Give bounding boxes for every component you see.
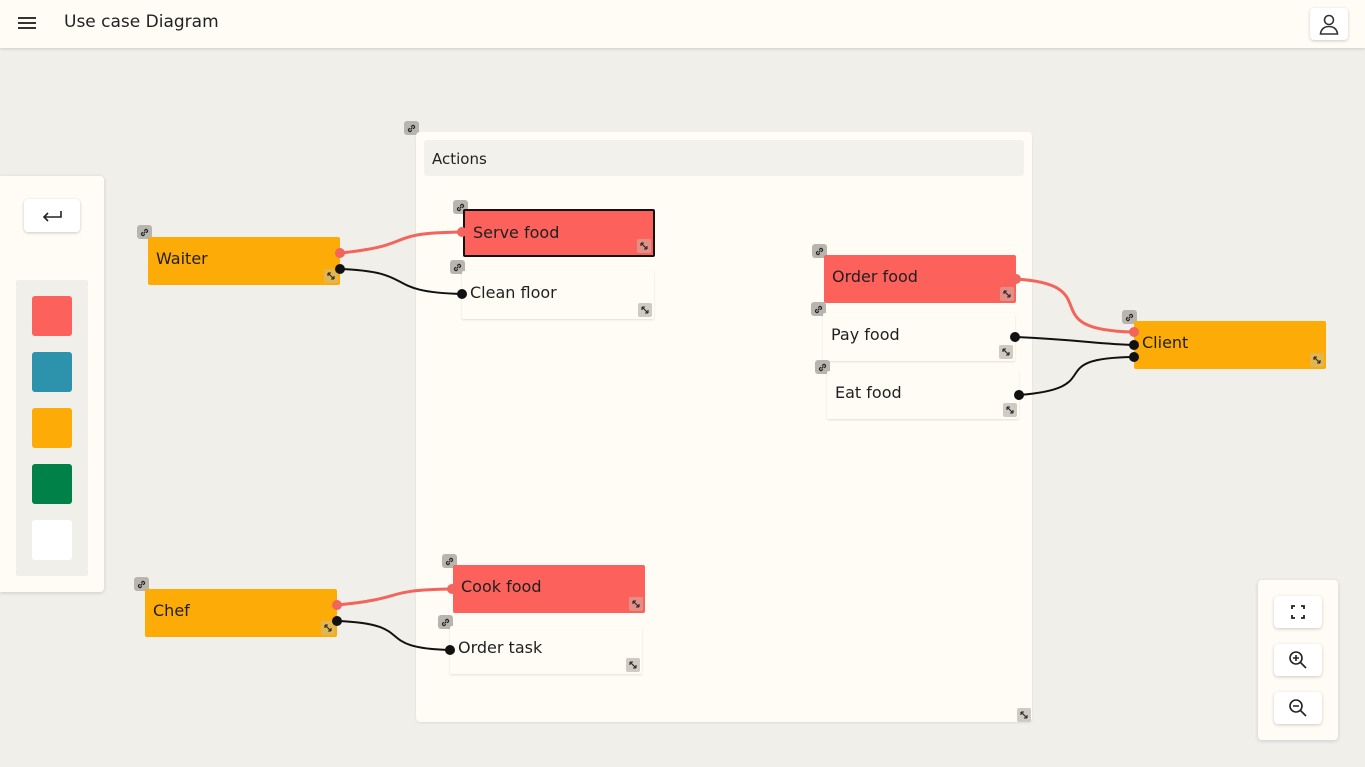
menu-button[interactable] <box>17 14 39 34</box>
undo-button[interactable] <box>24 199 80 232</box>
resize-icon[interactable] <box>999 345 1013 359</box>
node-label: Order task <box>458 638 543 657</box>
hamburger-menu-icon <box>18 17 36 19</box>
edge-order-food-client <box>1015 277 1135 334</box>
zoom-out-icon <box>1289 699 1307 717</box>
color-swatch-orange[interactable] <box>32 408 72 448</box>
app-bar: Use case Diagram <box>0 0 1365 48</box>
resize-icon[interactable] <box>1310 353 1324 367</box>
color-swatch-red[interactable] <box>32 296 72 336</box>
usecase-eat-food[interactable]: Eat food <box>827 371 1019 419</box>
color-swatch-blue[interactable] <box>32 352 72 392</box>
resize-icon[interactable] <box>1000 287 1014 301</box>
zoom-in-icon <box>1289 651 1307 669</box>
resize-icon[interactable] <box>321 621 335 635</box>
resize-icon[interactable] <box>638 303 652 317</box>
user-button[interactable] <box>1310 8 1348 40</box>
node-label: Pay food <box>831 325 900 344</box>
node-label: Client <box>1142 333 1189 352</box>
resize-icon[interactable] <box>626 658 640 672</box>
node-label: Waiter <box>156 249 208 268</box>
resize-icon[interactable] <box>637 239 651 253</box>
fullscreen-icon <box>1291 605 1305 619</box>
usecase-clean-floor[interactable]: Clean floor <box>462 271 654 319</box>
resize-icon[interactable] <box>1003 403 1017 417</box>
group-header[interactable]: Actions <box>424 140 1024 176</box>
usecase-serve-food[interactable]: Serve food <box>463 209 655 257</box>
edge-eat-food-client <box>1018 356 1135 396</box>
actor-chef[interactable]: Chef <box>145 589 337 637</box>
link-icon[interactable] <box>811 302 826 316</box>
zoom-controls <box>1258 580 1338 740</box>
usecase-pay-food[interactable]: Pay food <box>823 313 1015 361</box>
resize-icon[interactable] <box>324 269 338 283</box>
usecase-cook-food[interactable]: Cook food <box>453 565 645 613</box>
resize-icon[interactable] <box>1017 708 1031 722</box>
node-label: Order food <box>832 267 918 286</box>
color-swatch-green[interactable] <box>32 464 72 504</box>
resize-icon[interactable] <box>629 597 643 611</box>
link-icon[interactable] <box>137 225 152 239</box>
link-icon[interactable] <box>404 121 419 135</box>
zoom-in-button[interactable] <box>1274 644 1322 676</box>
link-icon[interactable] <box>812 244 827 258</box>
zoom-out-button[interactable] <box>1274 692 1322 724</box>
usecase-order-task[interactable]: Order task <box>450 626 642 674</box>
link-icon[interactable] <box>815 360 830 374</box>
usecase-order-food[interactable]: Order food <box>824 255 1016 303</box>
page-title: Use case Diagram <box>64 12 219 32</box>
user-icon <box>1319 14 1339 35</box>
actor-client[interactable]: Client <box>1134 321 1326 369</box>
node-label: Eat food <box>835 383 902 402</box>
link-icon[interactable] <box>134 577 149 591</box>
node-label: Serve food <box>473 223 560 242</box>
fit-view-button[interactable] <box>1274 596 1322 628</box>
link-icon[interactable] <box>442 554 457 568</box>
color-swatch-white[interactable] <box>32 520 72 560</box>
return-arrow-icon <box>42 210 62 222</box>
actor-waiter[interactable]: Waiter <box>148 237 340 285</box>
node-label: Clean floor <box>470 283 557 302</box>
color-palette <box>16 280 88 576</box>
node-label: Cook food <box>461 577 542 596</box>
node-label: Chef <box>153 601 190 620</box>
tool-panel <box>0 176 104 592</box>
group-label: Actions <box>432 150 487 168</box>
edge-pay-food-client <box>1014 336 1135 346</box>
